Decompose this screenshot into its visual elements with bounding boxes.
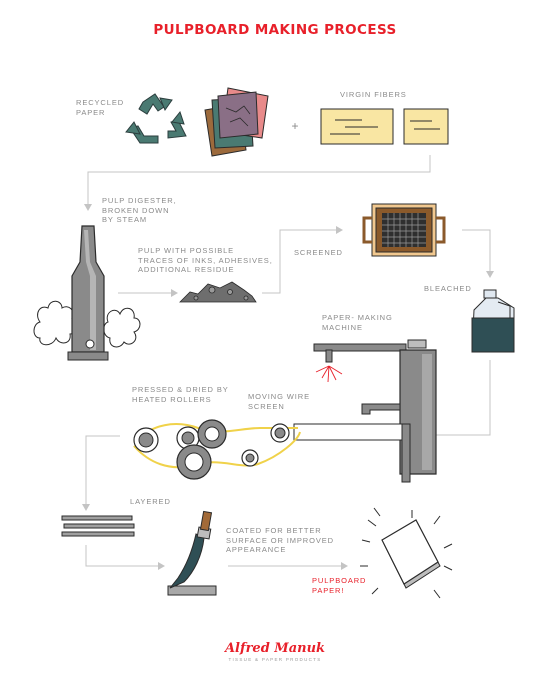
recycle-icon [125,93,187,144]
screen-tray-icon [362,203,446,257]
label-layered: LAYERED [130,497,171,506]
fiber-sheet-icon [320,108,449,145]
digester-icon [33,225,141,361]
label-pulp-digester: PULP DIGESTER, BROKEN DOWN BY STEAM [102,196,177,224]
label-screened: SCREENED [294,248,343,257]
label-pulp-traces: PULP WITH POSSIBLE TRACES OF INKS, ADHES… [138,246,273,274]
layers-icon [61,515,135,537]
arrowhead-screen [336,226,343,234]
paper-stack-icon [204,87,269,157]
brand-tagline: TISSUE & PAPER PRODUCTS [228,657,322,662]
arrow-screen-to-bleach [462,229,491,275]
arrowhead-brush [158,562,165,570]
bleach-bottle-icon [471,289,515,353]
arrow-fibers-to-digester [87,155,431,208]
plus-sign: + [291,119,298,133]
label-paper-machine: PAPER- MAKING MACHINE [322,313,393,332]
brush-icon [167,510,217,596]
label-pressed-dried: PRESSED & DRIED BY HEATED ROLLERS [132,385,229,404]
label-final-paper: PULPBOARD PAPER! [312,576,367,595]
label-bleached: BLEACHED [424,284,472,293]
paper-machine-icon [293,339,437,483]
arrowhead-paper [341,562,348,570]
label-moving-wire: MOVING WIRE SCREEN [248,392,310,411]
label-recycled-paper: RECYCLED PAPER [76,98,125,117]
arrowhead-bleach [486,271,494,278]
roller-icon [133,419,301,480]
flow-arrows [82,155,494,570]
arrowhead-layers [82,504,90,511]
arrowhead-digester [84,204,92,211]
paper-sheet-icon [360,507,453,599]
label-coated: COATED FOR BETTER SURFACE OR IMPROVED AP… [226,526,334,554]
arrow-layers-to-brush [85,545,162,567]
label-virgin-fibers: VIRGIN FIBERS [340,90,407,99]
arrowhead-pulp [171,289,178,297]
page-title: PULPBOARD MAKING PROCESS [153,22,397,38]
pulp-pile-icon [179,281,257,303]
arrow-pulp-to-screen [262,229,340,294]
arrow-bleach-to-machine [418,360,491,436]
arrow-rollers-to-layers [85,435,120,508]
brand-logo: Alfred Manuk [224,641,326,656]
